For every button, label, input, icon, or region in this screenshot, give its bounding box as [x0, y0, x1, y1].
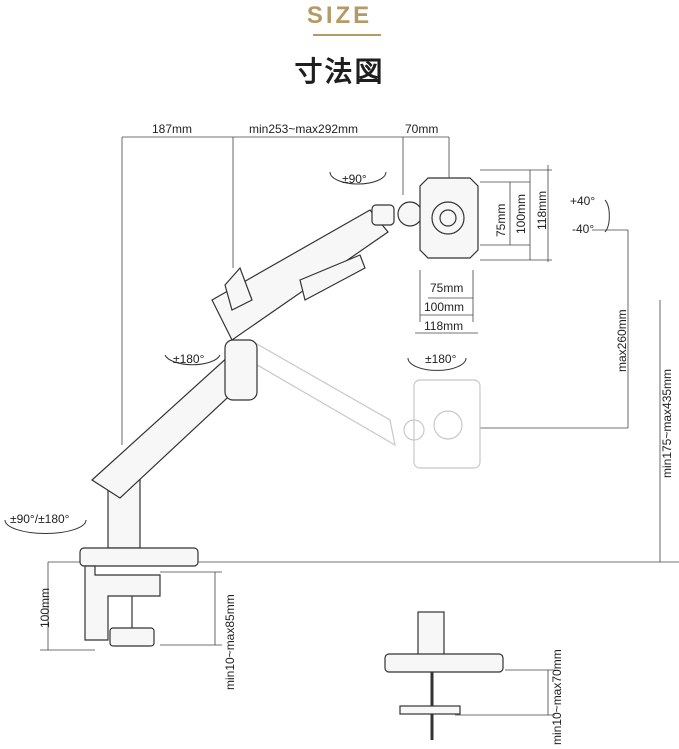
dim-vesa-h100: 100mm — [424, 300, 465, 314]
desk-base — [79, 547, 199, 567]
size-heading: SIZE — [306, 2, 373, 29]
monitor-rotate-label: ±180° — [425, 352, 457, 366]
head-rotate-arc — [329, 171, 387, 185]
dim-vesa-h118: 118mm — [424, 319, 464, 333]
heading-underline — [313, 34, 381, 36]
dim-max-height: max260mm — [615, 309, 629, 372]
dim-top-right: 70mm — [405, 122, 439, 136]
dim-vesa-v100: 100mm — [514, 193, 528, 234]
dim-top-left: 187mm — [152, 122, 193, 136]
dim-top-middle: min253~max292mm — [249, 122, 359, 136]
base-rotate-arc — [4, 519, 87, 534]
monitor-rotate-arc — [407, 357, 467, 371]
dim-total-height: min175~max435mm — [660, 368, 674, 478]
clamp-knob — [109, 627, 155, 647]
dim-grommet-range: min10~max70mm — [550, 649, 564, 745]
tilt-down-label: -40° — [572, 222, 595, 236]
elbow-rotate-arc — [164, 354, 221, 366]
dim-vesa-h75: 75mm — [430, 281, 464, 295]
elbow-rotate-label: ±180° — [173, 352, 205, 366]
tilt-arc — [604, 199, 610, 233]
elbow-joint — [224, 339, 258, 401]
dim-vesa-v75: 75mm — [494, 203, 508, 237]
dim-clamp-height: 100mm — [38, 587, 52, 628]
head-joint — [397, 201, 423, 227]
dimension-drawing-title: 寸法図 — [294, 55, 385, 88]
grommet-pole — [417, 611, 445, 657]
clamp-bracket — [84, 565, 161, 641]
grommet-base — [384, 653, 504, 673]
tilt-up-label: +40° — [570, 194, 596, 208]
dim-vesa-v118: 118mm — [535, 190, 549, 230]
head-rotate-label: ±90° — [342, 172, 367, 186]
dim-clamp-range: min10~max85mm — [223, 594, 237, 690]
upper-arm — [211, 209, 389, 341]
base-rotate-label: ±90°/±180° — [10, 512, 70, 526]
